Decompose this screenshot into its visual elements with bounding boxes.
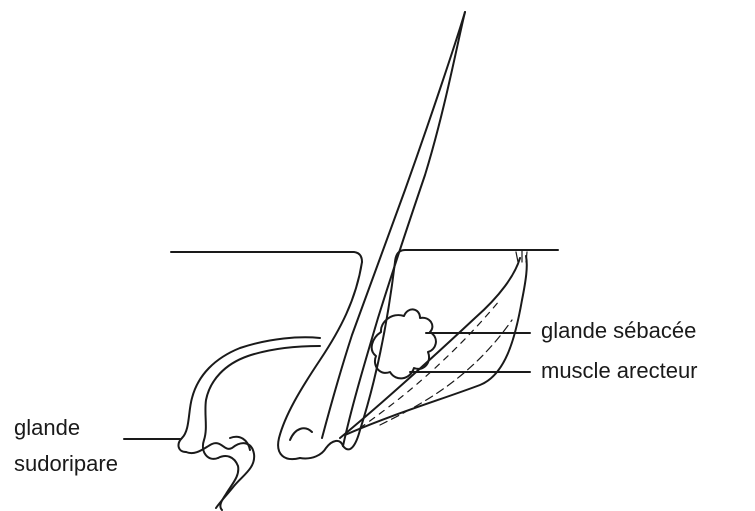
hair-shaft	[278, 12, 465, 459]
sweat-gland	[179, 337, 320, 510]
skin-surface	[171, 250, 558, 262]
label-muscle-arecteur: muscle arecteur	[541, 358, 698, 384]
label-glande-sudoripare-line2: sudoripare	[14, 451, 118, 477]
label-glande-sudoripare-line1: glande	[14, 415, 80, 441]
arrector-muscle	[340, 251, 527, 438]
label-glande-sebacee: glande sébacée	[541, 318, 696, 344]
